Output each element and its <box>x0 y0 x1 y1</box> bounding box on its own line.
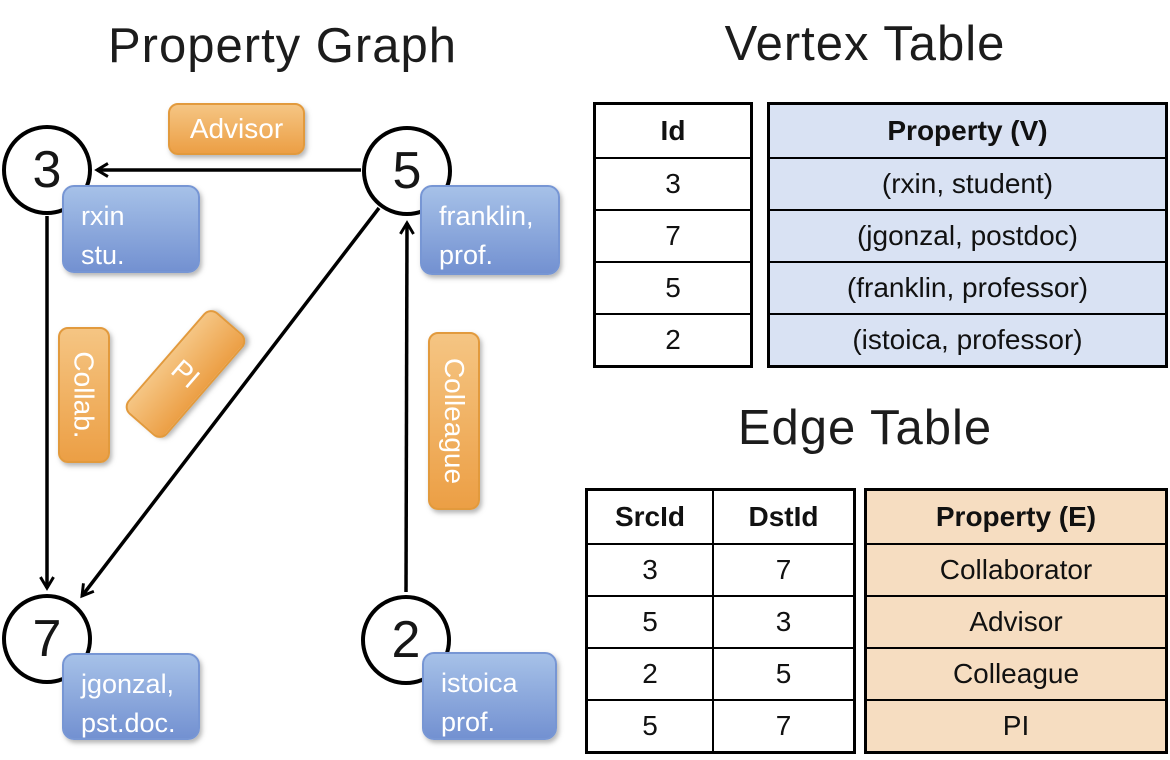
edge-label-text: Collab. <box>69 351 101 439</box>
vertex-id-cell: 2 <box>596 313 750 365</box>
edge-property-cell: Colleague <box>867 647 1165 699</box>
node-id: 2 <box>391 611 421 669</box>
edge-label-text: PI <box>165 353 206 395</box>
node-id: 7 <box>32 610 62 668</box>
edge-table-dstid-column: DstId 7 3 5 7 <box>712 491 853 751</box>
column-header-srcid: SrcId <box>614 501 686 532</box>
vertex-table-id-column: Id 3 7 5 2 <box>593 102 753 368</box>
card-line: prof. <box>439 240 494 271</box>
card-line: stu. <box>81 240 125 271</box>
vertex-property-cell: (jgonzal, postdoc) <box>770 209 1165 261</box>
edge-dstid-cell: 7 <box>714 543 853 595</box>
column-header-id: Id <box>660 115 686 146</box>
vertex-table: Id 3 7 5 2 Property (V) (rxin, student) … <box>593 102 1168 368</box>
edge-dstid-cell: 7 <box>714 699 853 751</box>
edge-dstid-cell: 5 <box>714 647 853 699</box>
edge-srcid-cell: 5 <box>588 699 712 751</box>
vertex-table-title: Vertex Table <box>724 17 1006 71</box>
node-id: 5 <box>392 142 422 200</box>
edge-table-property-column: Property (E) Collaborator Advisor Collea… <box>864 488 1168 754</box>
edge-table-srcid-column: SrcId 3 5 2 5 <box>588 491 712 751</box>
card-line: franklin, <box>439 201 534 231</box>
edge-property-cell: Collaborator <box>867 543 1165 595</box>
node-property-card-7: jgonzal, pst.doc. <box>62 653 200 740</box>
card-line: istoica <box>441 668 518 698</box>
edge-line-5-7 <box>80 206 381 599</box>
card-line: rxin <box>81 201 125 231</box>
edge-table-title: Edge Table <box>737 401 993 455</box>
edge-label-text: Advisor <box>189 113 284 144</box>
edge-srcid-cell: 3 <box>588 543 712 595</box>
edge-label-advisor: Advisor <box>168 103 305 155</box>
edge-line-2-5 <box>399 220 415 593</box>
edge-label-text: Colleague <box>439 357 471 485</box>
edge-property-cell: Advisor <box>867 595 1165 647</box>
edge-property-cell: PI <box>867 699 1165 751</box>
edge-dstid-cell: 3 <box>714 595 853 647</box>
vertex-property-cell: (istoica, professor) <box>770 313 1165 365</box>
graph-node-3: 3 <box>2 125 92 215</box>
card-line: jgonzal, <box>81 669 175 699</box>
vertex-id-cell: 5 <box>596 261 750 313</box>
card-line: pst.doc. <box>81 708 176 739</box>
property-graph-title: Property Graph <box>108 19 457 73</box>
edge-table: SrcId 3 5 2 5 DstId 7 3 5 7 Property (E)… <box>585 488 1168 754</box>
column-header-property-v: Property (V) <box>887 115 1048 146</box>
edge-table-id-columns: SrcId 3 5 2 5 DstId 7 3 5 7 <box>585 488 856 754</box>
card-line: prof. <box>441 707 496 738</box>
node-id: 3 <box>32 141 62 199</box>
column-header-property-e: Property (E) <box>935 501 1097 532</box>
vertex-id-cell: 7 <box>596 209 750 261</box>
edge-label-colleague: Colleague <box>428 332 480 510</box>
edge-label-collab: Collab. <box>58 327 110 463</box>
vertex-property-cell: (rxin, student) <box>770 157 1165 209</box>
edge-srcid-cell: 2 <box>588 647 712 699</box>
node-property-card-5: franklin, prof. <box>420 185 560 275</box>
node-property-card-3: rxin stu. <box>62 185 200 273</box>
vertex-table-property-column: Property (V) (rxin, student) (jgonzal, p… <box>767 102 1168 368</box>
vertex-property-cell: (franklin, professor) <box>770 261 1165 313</box>
node-property-card-2: istoica prof. <box>422 652 557 740</box>
vertex-id-cell: 3 <box>596 157 750 209</box>
edge-srcid-cell: 5 <box>588 595 712 647</box>
column-header-dstid: DstId <box>748 501 819 532</box>
